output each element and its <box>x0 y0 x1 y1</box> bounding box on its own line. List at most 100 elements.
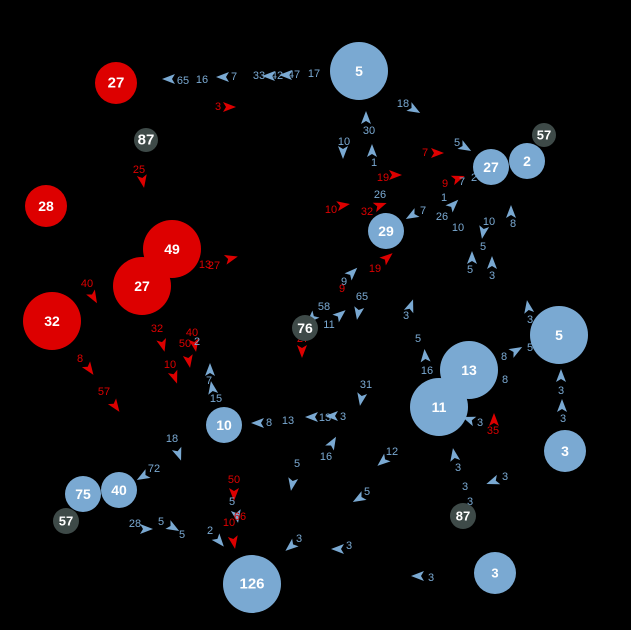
edge-label: 10 <box>223 517 235 529</box>
node-circle[interactable] <box>206 407 242 443</box>
node-circle[interactable] <box>292 315 318 341</box>
edge-arrow <box>467 251 477 264</box>
graph-node[interactable]: 5 <box>530 306 588 364</box>
edge-arrow <box>325 436 336 451</box>
edge-label: 8 <box>266 417 272 429</box>
node-label: 3 <box>491 566 498 581</box>
edge-label: 42 <box>271 70 283 82</box>
graph-node[interactable]: 5 <box>330 42 388 100</box>
graph-node[interactable]: 126 <box>223 555 281 613</box>
node-circle[interactable] <box>223 555 281 613</box>
edge-label: 3 <box>403 310 409 322</box>
edge-label: 35 <box>487 425 499 437</box>
graph-node[interactable]: 57 <box>53 508 79 534</box>
node-label: 11 <box>432 399 447 415</box>
edge-label: 47 <box>288 69 300 81</box>
edge-label: 5 <box>467 264 473 276</box>
node-circle[interactable] <box>134 128 158 152</box>
graph-node[interactable]: 75 <box>65 476 101 512</box>
edge-label: 19 <box>369 263 381 275</box>
node-circle[interactable] <box>101 472 137 508</box>
edge-arrow <box>288 477 299 491</box>
node-circle[interactable] <box>53 508 79 534</box>
edge-arrow <box>297 345 307 358</box>
graph-node[interactable]: 32 <box>23 292 81 350</box>
graph-node[interactable]: 87 <box>134 128 158 152</box>
graph-node[interactable]: 11 <box>410 378 468 436</box>
edge-label: 5 <box>294 458 300 470</box>
edge-label: 3 <box>477 417 483 429</box>
edge-arrow <box>156 337 167 352</box>
node-circle[interactable] <box>410 378 468 436</box>
graph-node[interactable]: 28 <box>25 185 67 227</box>
edge-arrow <box>556 369 566 382</box>
edge-arrow <box>167 369 178 384</box>
graph-node[interactable]: 87 <box>450 503 476 529</box>
graph-node[interactable]: 10 <box>206 407 242 443</box>
edge-arrow <box>227 535 238 549</box>
edge-label: 8 <box>502 374 508 386</box>
edge-label: 16 <box>196 74 208 86</box>
node-label: 29 <box>378 223 394 239</box>
graph-node[interactable]: 3 <box>544 430 586 472</box>
edge-label: 5 <box>415 333 421 345</box>
edge-arrow <box>332 310 346 323</box>
node-circle[interactable] <box>95 62 137 104</box>
edge-label: 65 <box>356 291 368 303</box>
edge-label: 3 <box>502 471 508 483</box>
edge-arrow <box>389 170 402 180</box>
node-circle[interactable] <box>509 143 545 179</box>
edge-label: 3 <box>527 314 533 326</box>
node-circle[interactable] <box>544 430 586 472</box>
edge-arrow <box>405 208 420 219</box>
edge-arrow <box>136 174 147 188</box>
graph-node[interactable]: 27 <box>95 62 137 104</box>
edge-label: 5 <box>480 241 486 253</box>
node-circle[interactable] <box>474 552 516 594</box>
edge-label: 7 <box>231 71 237 83</box>
node-circle[interactable] <box>25 185 67 227</box>
node-circle[interactable] <box>65 476 101 512</box>
graph-node[interactable]: 40 <box>101 472 137 508</box>
node-circle[interactable] <box>113 257 171 315</box>
edge-label: 7 <box>422 147 428 159</box>
node-circle[interactable] <box>368 213 404 249</box>
graph-node[interactable]: 76 <box>292 315 318 341</box>
graph-node[interactable]: 27 <box>113 257 171 315</box>
graph-node[interactable]: 29 <box>368 213 404 249</box>
node-circle[interactable] <box>330 42 388 100</box>
edge-arrow <box>107 398 120 412</box>
edge-arrow <box>457 140 472 151</box>
node-circle[interactable] <box>532 123 556 147</box>
graph-node[interactable]: 27 <box>473 149 509 185</box>
edge-label: 13 <box>199 259 211 271</box>
edge-label: 5 <box>179 529 185 541</box>
edge-label: 3 <box>462 481 468 493</box>
node-label: 87 <box>456 509 470 524</box>
edge-label: 40 <box>81 278 93 290</box>
edge-label: 10 <box>452 222 464 234</box>
edge-label: 30 <box>363 125 375 137</box>
edge-label: 11 <box>323 319 334 331</box>
node-label: 27 <box>134 278 150 294</box>
edge-label: 26 <box>374 189 386 201</box>
edge-arrow <box>445 199 459 213</box>
node-circle[interactable] <box>530 306 588 364</box>
node-circle[interactable] <box>450 503 476 529</box>
edge-arrow <box>336 201 350 212</box>
graph-node[interactable]: 3 <box>474 552 516 594</box>
edge-label: 26 <box>436 211 448 223</box>
node-circle[interactable] <box>23 292 81 350</box>
edge-arrow <box>411 571 424 581</box>
node-label: 76 <box>297 320 313 336</box>
graph-node[interactable]: 57 <box>532 123 556 147</box>
graph-node[interactable]: 2 <box>509 143 545 179</box>
edge-label: 3 <box>467 496 473 508</box>
edge-arrow <box>162 74 175 84</box>
node-circle[interactable] <box>473 149 509 185</box>
edge-label: 31 <box>360 379 372 391</box>
node-label: 13 <box>461 362 477 378</box>
edge-label: 19 <box>377 172 389 184</box>
edge-arrow <box>479 225 490 239</box>
